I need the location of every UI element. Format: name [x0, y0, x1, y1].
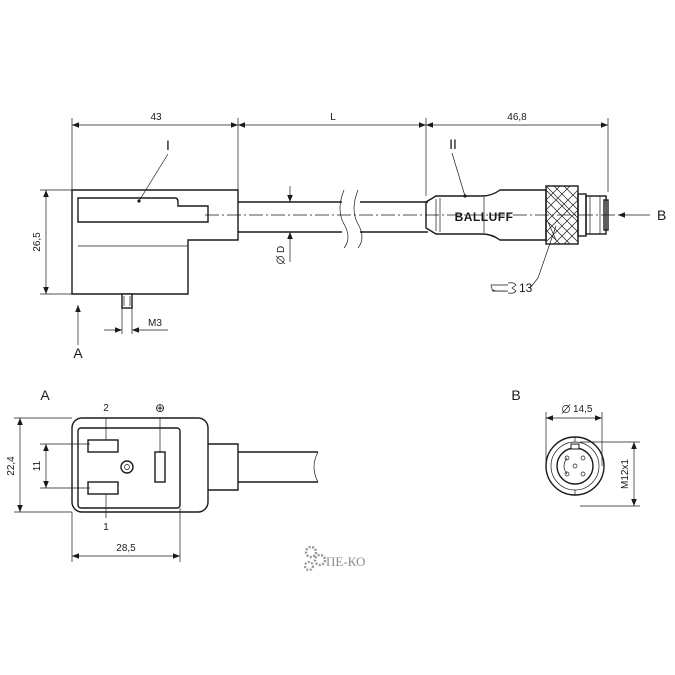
contact-pin-1 [87, 481, 119, 495]
knurl-pattern [545, 185, 579, 245]
part-label-ii: II [449, 136, 457, 152]
thread-end [585, 195, 607, 235]
view-arrow-b-label: B [657, 207, 666, 223]
cable-strain-relief [208, 443, 239, 491]
watermark-text: ПЕ-КО [326, 554, 365, 569]
side-view: 43 L 46,8 26,5 I M3 A [32, 112, 666, 361]
contact-pin [580, 455, 586, 461]
diameter-symbol [276, 256, 285, 264]
view-a: A 22,4 11 2 1 ⊕ 28,5 [6, 387, 319, 562]
dimension-connector-thread: M12x1 [620, 459, 631, 489]
break-line [339, 189, 349, 249]
leader-line-13 [529, 277, 539, 289]
dimension-screw-thread: M3 [148, 318, 162, 329]
face-outer-frame [71, 417, 209, 513]
part-label-i: I [166, 137, 170, 153]
diameter-symbol [561, 404, 571, 414]
dimension-wrench-size: 13 [519, 281, 533, 295]
contact-pin-2 [87, 439, 119, 453]
leader-line-i [138, 153, 169, 202]
face-inner-frame [77, 427, 181, 509]
diameter-symbol [275, 255, 286, 265]
nut-marker [547, 221, 557, 241]
dimension-face-width: 28,5 [116, 543, 136, 554]
ground-symbol: ⊕ [155, 401, 165, 415]
contact-pin [564, 455, 570, 461]
dimension-connector-diameter: 14,5 [573, 404, 593, 415]
dimension-cable-length: L [330, 112, 336, 123]
dimension-body-height: 26,5 [32, 232, 43, 252]
dimension-face-height: 22,4 [6, 456, 17, 476]
dimension-body-width: 43 [150, 112, 162, 123]
contact-pin-center [572, 463, 578, 469]
view-arrow-a-label: A [73, 345, 83, 361]
dimension-cable-diameter-group: D [275, 246, 287, 265]
contact-ground [154, 451, 166, 483]
brand-logo-text: BALLUFF [455, 210, 514, 224]
plug-body [71, 189, 239, 295]
center-screw [120, 460, 134, 474]
view-a-title: A [40, 387, 50, 403]
screw-head [121, 293, 133, 309]
wrench-icon [490, 282, 517, 294]
diameter-symbol [562, 405, 570, 413]
contact-pin [564, 471, 570, 477]
view-b-title: B [511, 387, 520, 403]
thread-tip [603, 199, 609, 231]
leader-line-13 [537, 225, 557, 279]
gear-icon [313, 553, 327, 567]
plug-cover-lever [77, 197, 209, 223]
gear-icon [303, 560, 315, 572]
contact-line [563, 457, 568, 475]
dimension-pin-spacing: 11 [32, 460, 43, 471]
dimension-cable-diameter: D [276, 246, 287, 253]
break-line [313, 451, 319, 483]
contact-pin [580, 471, 586, 477]
dimension-connector-length: 46,8 [507, 112, 527, 123]
view-b: B 14,5 M12x1 [511, 387, 640, 507]
leader-line-ii [451, 152, 466, 197]
connector-inner [556, 447, 594, 485]
pin-2-label: 2 [103, 403, 109, 414]
gear-icon [304, 545, 318, 559]
pin-1-label: 1 [103, 522, 109, 533]
center-screw-hole [124, 464, 130, 470]
break-line [353, 189, 363, 249]
watermark: ПЕ-КО [303, 545, 365, 572]
connector-key [570, 443, 580, 450]
